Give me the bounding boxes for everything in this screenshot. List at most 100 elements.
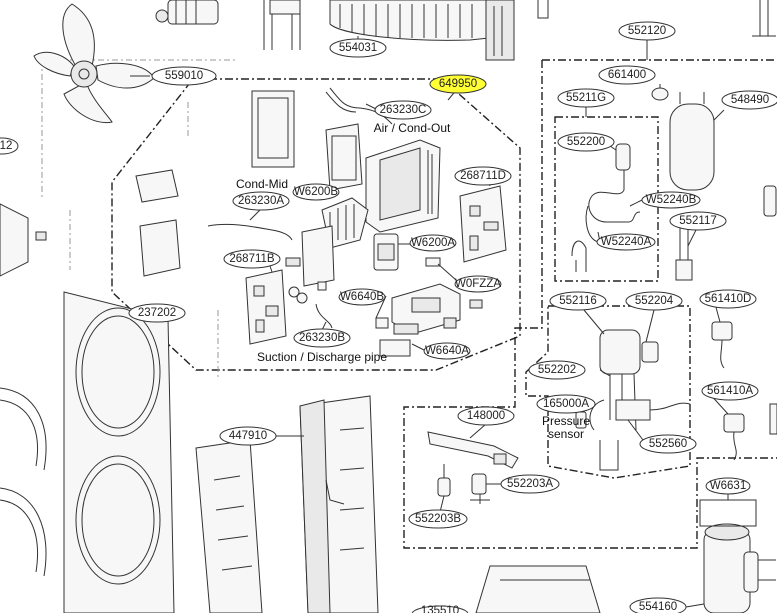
callout-label: 263230A [238,195,284,207]
callout-561410d: 561410D [699,289,757,309]
callout-label: 548490 [731,94,769,106]
callout-label: 12 [0,140,12,152]
filter-subgroup-boundary [554,116,659,282]
fuse-w0fzza [425,257,457,281]
callout-label: 263230B [299,332,345,344]
suction-discharge-clips [288,281,333,329]
callout-w6200a: W6200A [409,234,457,252]
heatsink [321,197,369,249]
callout-263230a: 263230A [232,191,290,211]
callout-label: 268711B [229,253,275,265]
cover-panel [251,90,295,168]
compressor [699,492,776,613]
callout-w0fzza: W0FZZA [454,275,502,293]
control-box [365,139,441,233]
callout-w52240b: W52240B [641,191,701,209]
valve-assembly-552202 [589,329,691,471]
callout-552560: 552560 [639,434,697,454]
connector-w6640b [375,317,411,357]
callout-label: 148000 [467,410,505,422]
caption-suction-discharge: Suction / Discharge pipe [257,350,387,364]
service-valve-552203b [437,464,451,497]
callout-w6631: W6631 [705,477,751,495]
callout-label: 554160 [639,601,677,613]
callout-label: 552117 [679,215,717,227]
fan-propeller [33,3,155,124]
callout-552120: 552120 [618,21,676,41]
upper-frame-outline [41,59,236,380]
callout-label: 165000A [543,398,589,410]
callout-552203b: 552203B [408,509,468,529]
cond-mid-cover [135,169,181,277]
check-valve-661400 [651,84,669,101]
callout-447910: 447910 [219,426,277,446]
callout-661400: 661400 [598,65,656,85]
refrigerant-group-boundary [403,59,777,549]
callout-55211g: 55211G [557,88,615,108]
pcb-group-boundary [111,78,521,371]
callout-649950-highlighted: 649950 [429,74,487,94]
callout-label: W6631 [710,480,746,492]
callout-label: W0FZZA [455,278,501,290]
callout-label: W6200B [294,186,338,198]
fan-guard-rings [0,387,47,577]
main-pcb-268711d [459,175,507,263]
callout-548490: 548490 [721,90,777,110]
callout-559010: 559010 [151,66,217,86]
motor-bracket [263,0,301,50]
callout-w6200b: W6200B [292,183,340,201]
right-edge-fitting [763,185,777,435]
accumulator-548490 [669,92,725,191]
callout-label: W6640B [340,291,384,303]
solenoid-coil-561410a [723,413,745,461]
callout-label: 554031 [339,42,377,54]
callout-label: 552116 [559,295,597,307]
support-bracket-148000 [427,431,519,469]
base-pan [475,565,601,613]
callout-label: 552203A [507,478,553,490]
side-panel-447910 [299,395,379,613]
top-right-bracket [537,0,776,37]
control-box-cover [325,123,363,191]
callout-label: W52240B [646,194,697,206]
callout-263230b: 263230B [293,328,351,348]
wire-harness-263230c [325,87,393,125]
callout-label: W52240A [601,236,652,248]
filter-assembly-552200 [571,143,641,272]
caption-sensor: sensor [548,427,584,441]
callout-w52240a: W52240A [596,233,656,251]
service-valve-552203a [470,473,490,504]
callout-label: 661400 [608,69,646,81]
callout-135510-partial: 135510 [411,605,469,613]
callout-label: 552203B [415,513,461,525]
strainer-552117 [675,228,693,281]
callout-263230c: 263230C [374,100,432,120]
fan-grille-panel-237202 [63,291,175,613]
callout-label: 263230C [380,104,427,116]
inverter-pcb-268711b [245,269,287,345]
callout-237202: 237202 [128,303,186,323]
callout-148000: 148000 [457,406,515,426]
callout-552200: 552200 [557,132,615,152]
caption-cond-mid: Cond-Mid [236,177,288,191]
callout-w6640a: W6640A [423,342,471,360]
callout-label: 55211G [566,92,606,104]
callout-label: 559010 [165,70,203,82]
callout-label: 268711D [460,170,506,182]
fan-motor [155,0,219,25]
callout-label: 552202 [538,364,576,376]
callout-552116: 552116 [549,291,607,311]
caption-air-cond-out: Air / Cond-Out [374,121,451,135]
callout-552117: 552117 [669,211,727,231]
callout-label: W6640A [425,345,469,357]
valve-subgroup-boundary [525,305,691,479]
callout-165000a: 165000A [536,394,596,414]
callout-12-partial: 12 [0,137,19,155]
callout-label: 552120 [628,25,666,37]
caption-pressure: Pressure [542,414,590,428]
callout-554031: 554031 [329,38,387,58]
callout-552203a: 552203A [500,474,560,494]
callout-w6640b: W6640B [338,288,386,306]
